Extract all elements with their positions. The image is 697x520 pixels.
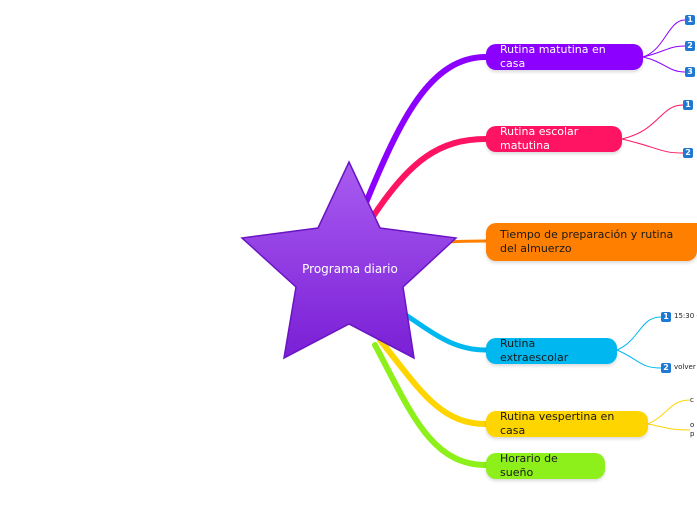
subitem-number-badge[interactable]: 1: [661, 312, 671, 322]
sub-connector-morning-1: [642, 19, 686, 58]
branch-sleep[interactable]: Horario de sueño: [486, 452, 605, 479]
connector-sleep: [372, 342, 489, 468]
sub-connector-school-1: [621, 104, 684, 140]
branch-after-school[interactable]: Rutina extraescolar: [486, 337, 617, 364]
sub-connector-after-2: [616, 349, 662, 369]
central-topic[interactable]: Programa diario: [302, 262, 398, 276]
sub-connector-evening-1: [647, 399, 691, 425]
sub-connector-morning-2: [642, 45, 686, 58]
branch-lunch[interactable]: Tiempo de preparación y rutina del almue…: [486, 223, 697, 261]
sub-connector-after-1: [616, 316, 662, 351]
subitem-text[interactable]: volver: [674, 363, 696, 371]
subitem-number-badge[interactable]: 1: [683, 100, 693, 110]
branch-label: Rutina vespertina en casa: [500, 410, 615, 437]
connector-school-morning: [369, 136, 489, 221]
subitem-text[interactable]: p: [690, 430, 695, 438]
sub-connector-morning-3: [642, 56, 686, 73]
branch-label: Rutina matutina en casa: [500, 43, 606, 70]
subitem-text[interactable]: c: [690, 396, 694, 404]
subitem-text[interactable]: 15:30 -: [674, 312, 697, 320]
branch-label: Horario de sueño: [500, 452, 558, 479]
subitem-number-badge[interactable]: 2: [685, 41, 695, 51]
branch-morning-home[interactable]: Rutina matutina en casa: [486, 43, 643, 70]
connector-morning-home: [362, 54, 489, 208]
subitem-number-badge[interactable]: 1: [685, 15, 695, 25]
branch-label: Rutina escolar matutina: [500, 125, 579, 152]
sub-connector-evening-2: [647, 423, 691, 431]
subitem-number-badge[interactable]: 3: [685, 67, 695, 77]
subitem-text[interactable]: o: [690, 421, 695, 429]
central-star-shape[interactable]: [240, 160, 458, 360]
subitem-number-badge[interactable]: 2: [661, 363, 671, 373]
branch-label: Rutina extraescolar: [500, 337, 569, 364]
branch-evening-home[interactable]: Rutina vespertina en casa: [486, 410, 648, 437]
sub-connector-school-2: [621, 138, 684, 154]
subitem-number-badge[interactable]: 2: [683, 148, 693, 158]
branch-school-morning[interactable]: Rutina escolar matutina: [486, 125, 622, 152]
branch-label: Tiempo de preparación y rutina del almue…: [500, 228, 674, 255]
connector-evening-home: [377, 337, 489, 427]
